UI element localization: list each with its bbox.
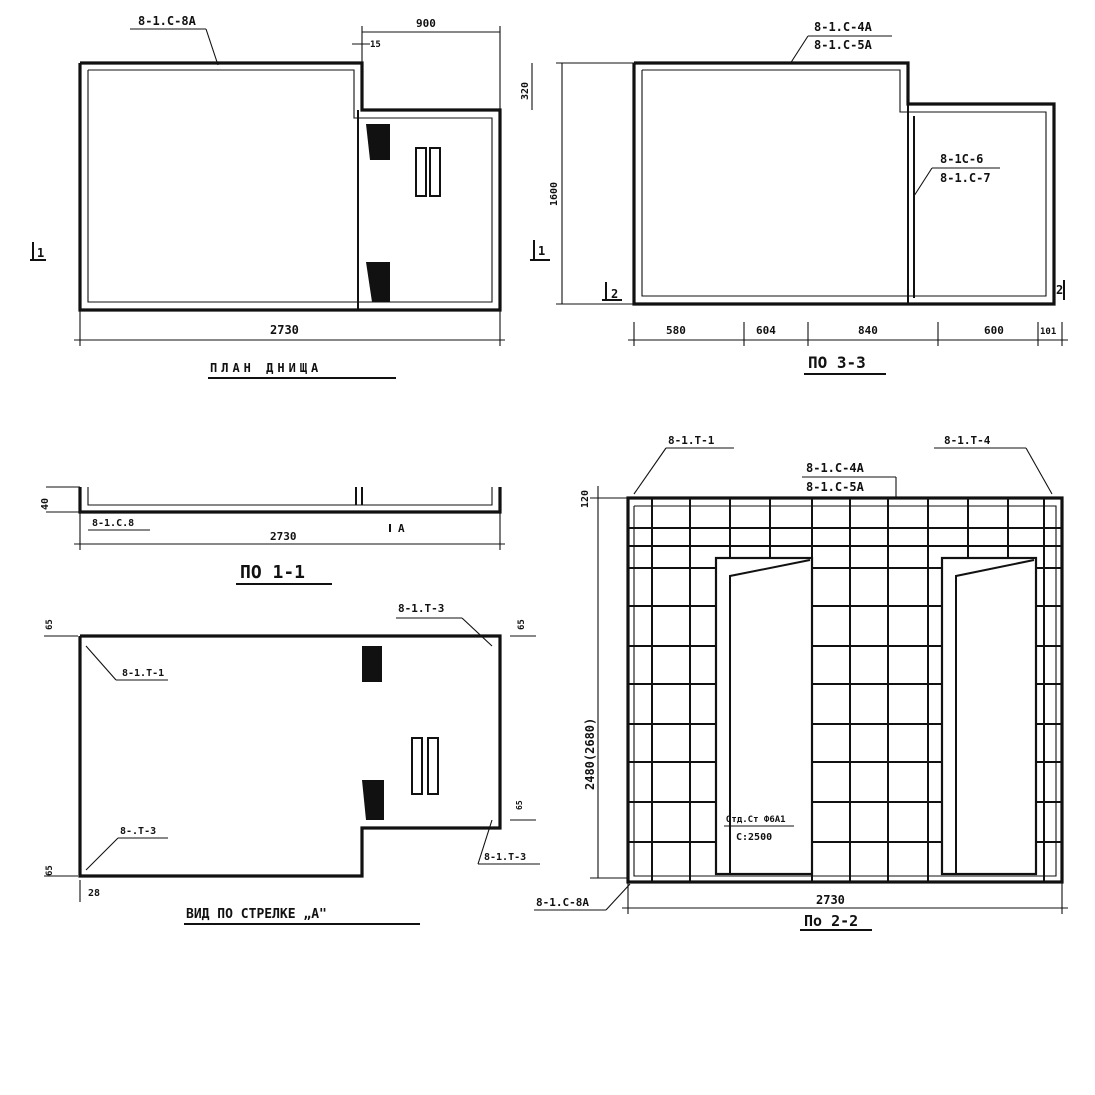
s33-title: ПО 3-3: [808, 353, 866, 372]
s33-dim-1600: 1600: [549, 182, 560, 206]
view-a-embed-1: [411, 737, 423, 795]
plan-title: ПЛАН ДНИЩА: [210, 361, 322, 375]
plan-view: 8-1.С-8А 900 15 2730 1 ПЛАН ДНИЩА: [30, 14, 505, 379]
s33-mark-2b: 2: [1056, 283, 1063, 297]
s33-dim-604: 604: [756, 324, 776, 337]
section-1-1: 40 8-1.С.8 А 2730 ПО 1-1: [40, 486, 505, 585]
s22-opening-note-2: С:2500: [736, 832, 772, 843]
s33-rebar-inner: [641, 69, 1047, 297]
plan-outline: [78, 61, 502, 312]
s33-label-c7: 8-1.С-7: [940, 171, 991, 185]
view-a-opening-bottom: [362, 780, 384, 820]
section-2-2: 8-1.Т-1 8-1.Т-4 8-1.С-4А 8-1.С-5А 120 24…: [534, 434, 1068, 931]
plan-dim-15: 15: [370, 40, 381, 50]
s22-label-t1: 8-1.Т-1: [668, 434, 715, 447]
s33-outline: [632, 61, 1056, 306]
s11-dim-40: 40: [40, 498, 51, 510]
s22-title: По 2-2: [804, 912, 858, 930]
s33-dim-101: 101: [1040, 327, 1056, 337]
s33-dim-840: 840: [858, 324, 878, 337]
s22-opening-left: [714, 556, 814, 876]
view-a-dim-65a: 65: [45, 619, 55, 630]
s22-dim-2730: 2730: [816, 893, 845, 907]
s33-dim-320: 320: [520, 82, 531, 100]
plan-section-mark: 1: [37, 246, 44, 260]
s33-dim-580: 580: [666, 324, 686, 337]
s11-outline: [78, 487, 502, 514]
s22-opening-right: [940, 556, 1038, 876]
s22-dim-height: 2480(2680): [583, 718, 597, 790]
s22-opening-note-1: Отд.Ст Ф6А1: [726, 815, 786, 825]
plan-rebar-inner: [87, 69, 493, 303]
plan-embed-2: [429, 147, 441, 197]
view-a-label-t1: 8-1.Т-1: [122, 668, 164, 679]
s33-mark-2a: 2: [611, 287, 618, 301]
plan-embed-1: [415, 147, 427, 197]
s33-label-c5: 8-1.С-5А: [814, 38, 873, 52]
view-a-opening-top: [362, 646, 382, 682]
plan-opening-top: [366, 124, 390, 160]
plan-rebar-label: 8-1.С-8А: [138, 14, 197, 28]
view-a-dim-65b: 65: [517, 619, 527, 630]
s22-label-c4: 8-1.С-4А: [806, 461, 865, 475]
s22-outline: [626, 496, 1064, 884]
s33-dim-600: 600: [984, 324, 1004, 337]
section-3-3: 8-1.С-4А 8-1.С-5А 8-1С-6 8-1.С-7 1600 32…: [520, 20, 1068, 375]
s22-horizontal-bars: [628, 527, 1062, 843]
s11-title: ПО 1-1: [240, 562, 305, 583]
view-a-title: ВИД ПО СТРЕЛКЕ „А": [186, 907, 327, 922]
view-a-label-t3-right: 8-1.Т-3: [484, 852, 526, 863]
plan-opening-bottom: [366, 262, 390, 302]
s22-label-c5: 8-1.С-5А: [806, 480, 865, 494]
s11-rebar-label: 8-1.С.8: [92, 518, 134, 529]
s22-label-c8: 8-1.С-8А: [536, 896, 589, 909]
s22-label-t4: 8-1.Т-4: [944, 434, 991, 447]
view-a-dim-65d: 65: [45, 865, 55, 876]
s33-label-c6: 8-1С-6: [940, 152, 983, 166]
view-a-label-t3-top: 8-1.Т-3: [398, 602, 444, 615]
plan-dim-900: 900: [416, 17, 436, 30]
s33-mark-1: 1: [538, 244, 545, 258]
view-a-dim-65c: 65: [515, 800, 524, 810]
s11-arrow-label: А: [398, 522, 405, 535]
s33-label-c4: 8-1.С-4А: [814, 20, 873, 34]
plan-dim-2730: 2730: [270, 323, 299, 337]
view-a-embed-2: [427, 737, 439, 795]
s11-dim-2730: 2730: [270, 530, 297, 543]
s22-dim-120: 120: [580, 490, 591, 508]
view-a-label-t3-left: 8-.Т-3: [120, 826, 156, 837]
view-a-outline: [78, 634, 502, 878]
view-a: 8-1.Т-1 8-1.Т-3 8-.Т-3 8-1.Т-3 65 65 65 …: [44, 602, 540, 925]
view-a-dim-28: 28: [88, 888, 100, 899]
